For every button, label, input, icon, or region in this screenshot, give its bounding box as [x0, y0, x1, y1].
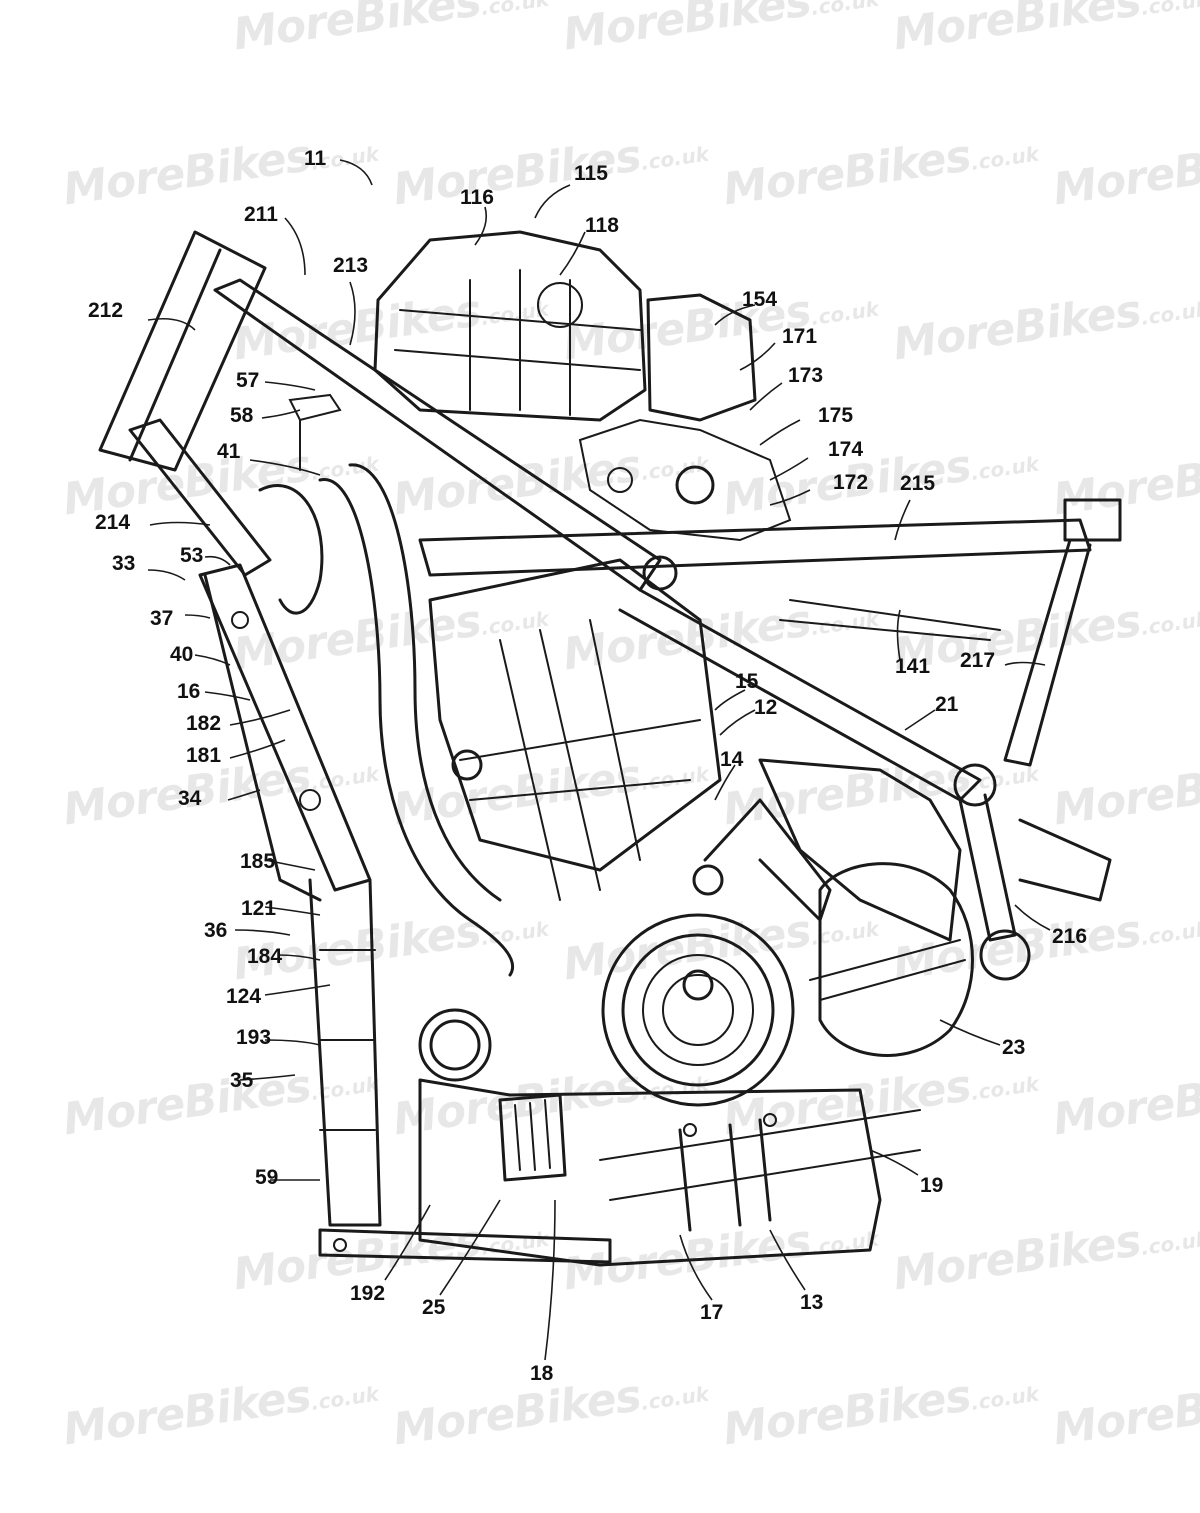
callout-18: 18 — [530, 1362, 554, 1385]
steering-head — [98, 230, 267, 472]
callout-171: 171 — [782, 325, 818, 348]
callout-214: 214 — [95, 511, 131, 534]
callout-58: 58 — [230, 404, 254, 427]
callout-121: 121 — [241, 897, 277, 920]
alternator-cover — [601, 913, 795, 1107]
exhaust-header-2 — [348, 463, 502, 902]
callout-211: 211 — [244, 203, 278, 226]
callout-173: 173 — [788, 364, 824, 387]
callout-184: 184 — [247, 945, 283, 968]
cylinder-head-outline — [373, 230, 647, 422]
main-frame-spar-upper — [213, 278, 662, 592]
oil-filter — [418, 1008, 492, 1082]
callout-185: 185 — [240, 850, 276, 873]
callout-118: 118 — [585, 214, 619, 237]
callout-116: 116 — [460, 186, 494, 209]
sensor-circle — [537, 282, 583, 328]
callout-37: 37 — [150, 607, 174, 630]
callout-193: 193 — [236, 1026, 272, 1049]
callout-141: 141 — [895, 655, 931, 678]
callout-12: 12 — [754, 696, 778, 719]
leader-lines — [147, 159, 1051, 1361]
callout-36: 36 — [204, 919, 228, 942]
callout-16: 16 — [177, 680, 201, 703]
callout-172: 172 — [833, 471, 869, 494]
callout-34: 34 — [178, 787, 202, 810]
callout-213: 213 — [333, 254, 369, 277]
callout-25: 25 — [422, 1296, 446, 1319]
callout-212: 212 — [88, 299, 124, 322]
rear-subframe — [418, 518, 1092, 577]
callout-175: 175 — [818, 404, 854, 427]
callout-59: 59 — [255, 1166, 279, 1189]
callout-21: 21 — [935, 693, 959, 716]
rear-strut-216 — [958, 793, 1017, 942]
callout-181: 181 — [186, 744, 222, 767]
front-downtube — [198, 563, 372, 892]
callout-33: 33 — [112, 552, 136, 575]
pivot-rear — [953, 763, 997, 807]
callout-11: 11 — [304, 147, 327, 170]
callout-57: 57 — [236, 369, 260, 392]
oil-sump — [418, 1078, 882, 1267]
callout-124: 124 — [226, 985, 262, 1008]
callout-154: 154 — [742, 288, 778, 311]
callout-41: 41 — [217, 440, 241, 463]
callout-217: 217 — [960, 649, 996, 672]
callout-35: 35 — [230, 1069, 254, 1092]
callout-23: 23 — [1002, 1036, 1026, 1059]
callout-174: 174 — [828, 438, 864, 461]
clutch-cover — [818, 862, 974, 1057]
callout-17: 17 — [700, 1301, 724, 1324]
callout-182: 182 — [186, 712, 222, 735]
main-frame-spar-lower — [618, 588, 982, 802]
callout-15: 15 — [735, 670, 759, 693]
callout-53: 53 — [180, 544, 204, 567]
callout-115: 115 — [574, 162, 608, 185]
rear-strut-217 — [1003, 538, 1092, 767]
callout-14: 14 — [720, 748, 744, 771]
callout-215: 215 — [900, 472, 936, 495]
cylinder-block — [428, 558, 722, 872]
callout-19: 19 — [920, 1174, 944, 1197]
throttle-body — [646, 293, 757, 422]
callout-216: 216 — [1052, 925, 1088, 948]
callout-13: 13 — [800, 1291, 824, 1314]
callout-40: 40 — [170, 643, 194, 666]
callout-192: 192 — [350, 1282, 386, 1305]
exhaust-header-1 — [318, 478, 515, 977]
swingarm-pivot — [979, 929, 1031, 981]
